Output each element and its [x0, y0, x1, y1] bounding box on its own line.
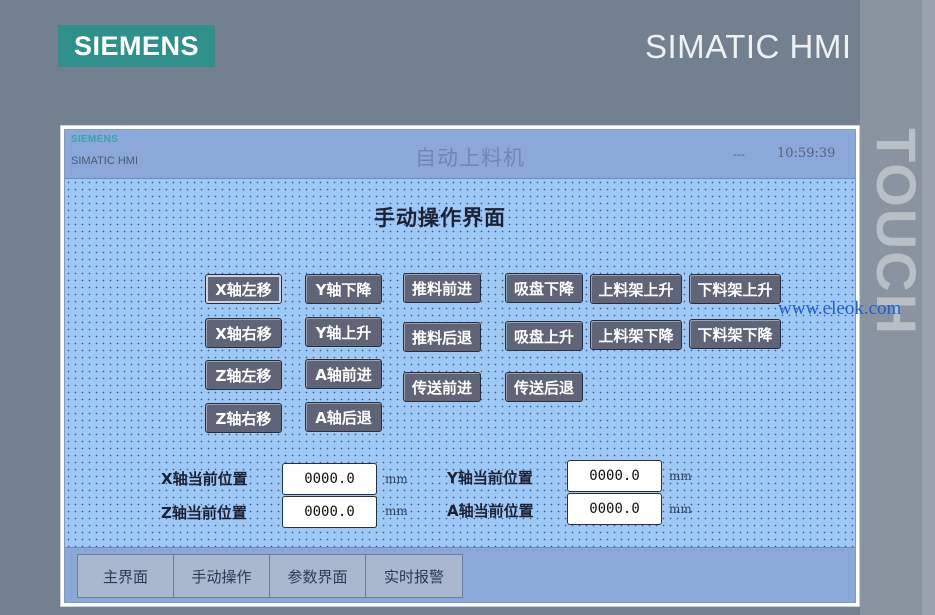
nav-main-button[interactable]: 主界面 [78, 555, 174, 597]
bezel-touch-label: TOUCH [865, 128, 928, 337]
y-up-button[interactable]: Y轴上升 [305, 317, 382, 347]
z-position-unit: mm [385, 504, 408, 518]
nav-alarms-button[interactable]: 实时报警 [366, 555, 462, 597]
x-left-button[interactable]: X轴左移 [205, 274, 282, 304]
load-rack-up-button[interactable]: 上料架上升 [590, 274, 682, 304]
load-rack-down-button[interactable]: 上料架下降 [590, 320, 682, 350]
convey-back-button[interactable]: 传送后退 [505, 372, 583, 402]
suction-up-button[interactable]: 吸盘上升 [505, 321, 583, 351]
product-title: SIMATIC HMI [645, 28, 852, 65]
a-forward-button[interactable]: A轴前进 [305, 359, 382, 389]
y-position-label: Y轴当前位置 [447, 469, 533, 487]
unload-rack-down-button[interactable]: 下料架下降 [689, 319, 781, 349]
x-position-field[interactable]: 0000.0 [282, 463, 377, 495]
push-back-button[interactable]: 推料后退 [403, 322, 481, 352]
z-position-field[interactable]: 0000.0 [282, 496, 377, 528]
a-position-label: A轴当前位置 [447, 502, 534, 520]
page-title: 手动操作界面 [374, 206, 506, 230]
nav-manual-button[interactable]: 手动操作 [174, 555, 270, 597]
screen-content: SIEMENS SIMATIC HMI 自动上料机 --- 10:59:39 手… [64, 129, 856, 603]
screen-header: SIEMENS SIMATIC HMI 自动上料机 --- 10:59:39 [65, 130, 855, 179]
device-bezel-edge [922, 0, 935, 615]
y-position-unit: mm [669, 469, 692, 483]
x-position-unit: mm [385, 472, 408, 486]
nav-button-group: 主界面 手动操作 参数界面 实时报警 [77, 554, 463, 598]
screen-footer: 主界面 手动操作 参数界面 实时报警 [65, 547, 855, 602]
a-back-button[interactable]: A轴后退 [305, 402, 382, 432]
suction-down-button[interactable]: 吸盘下降 [505, 273, 583, 303]
convey-forward-button[interactable]: 传送前进 [403, 372, 481, 402]
header-clock: 10:59:39 [777, 146, 836, 161]
unload-rack-up-button[interactable]: 下料架上升 [689, 274, 781, 304]
watermark-text: www.eleok.com [778, 298, 902, 319]
header-logo: SIEMENS [71, 134, 119, 145]
x-position-label: X轴当前位置 [161, 470, 248, 488]
z-left-button[interactable]: Z轴左移 [205, 360, 282, 390]
header-subtitle: SIMATIC HMI [71, 155, 139, 167]
siemens-logo: SIEMENS [58, 25, 215, 67]
push-forward-button[interactable]: 推料前进 [403, 273, 481, 303]
nav-params-button[interactable]: 参数界面 [270, 555, 366, 597]
header-date: --- [733, 148, 745, 161]
x-right-button[interactable]: X轴右移 [205, 318, 282, 348]
header-title: 自动上料机 [415, 146, 525, 170]
a-position-unit: mm [669, 502, 692, 516]
y-position-field[interactable]: 0000.0 [567, 460, 662, 492]
y-down-button[interactable]: Y轴下降 [305, 274, 382, 304]
z-position-label: Z轴当前位置 [161, 504, 247, 522]
hmi-screen: SIEMENS SIMATIC HMI 自动上料机 --- 10:59:39 手… [60, 125, 860, 607]
z-right-button[interactable]: Z轴右移 [205, 403, 282, 433]
a-position-field[interactable]: 0000.0 [567, 493, 662, 525]
